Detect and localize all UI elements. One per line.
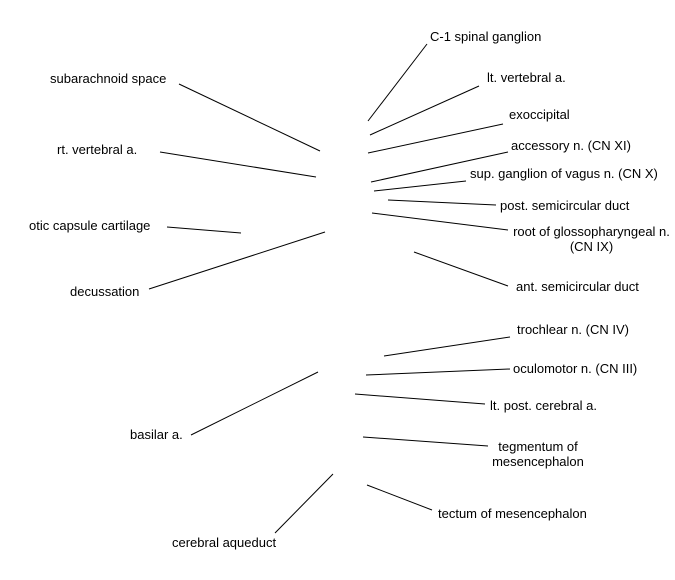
- leader-line-tegmentum: [362, 436, 489, 447]
- leader-line-post-semicircular-duct: [387, 199, 497, 206]
- label-exoccipital: exoccipital: [509, 107, 570, 122]
- leader-line-basilar-a: [190, 371, 319, 436]
- leader-line-accessory-n: [370, 151, 509, 183]
- leader-line-tectum: [366, 484, 433, 511]
- label-cerebral-aqueduct: cerebral aqueduct: [172, 535, 277, 550]
- label-tectum-mesencephalon: tectum of mesencephalon: [438, 506, 587, 521]
- label-root-glossopharyngeal-line2: (CN IX): [569, 239, 614, 254]
- leader-line-trochlear-n: [383, 336, 511, 357]
- leader-line-cerebral-aqueduct: [274, 473, 334, 534]
- label-lt-post-cerebral-a: lt. post. cerebral a.: [490, 398, 597, 413]
- leader-line-ant-semicircular-duct: [413, 251, 509, 287]
- leader-line-otic-capsule-cartilage: [166, 226, 242, 234]
- leader-line-lt-vertebral-a: [369, 85, 480, 136]
- leader-line-decussation: [148, 231, 326, 290]
- label-oculomotor-n: oculomotor n. (CN III): [513, 361, 638, 376]
- label-lt-vertebral-a: lt. vertebral a.: [487, 70, 566, 85]
- label-c1-spinal-ganglion: C-1 spinal ganglion: [430, 29, 542, 44]
- label-tegmentum-line2: mesencephalon: [492, 454, 584, 469]
- label-root-glossopharyngeal-line1: root of glossopharyngeal n.: [513, 224, 670, 239]
- label-rt-vertebral-a: rt. vertebral a.: [57, 142, 138, 157]
- leader-line-root-glossopharyngeal: [371, 212, 509, 231]
- label-ant-semicircular-duct: ant. semicircular duct: [516, 279, 639, 294]
- label-trochlear-n: trochlear n. (CN IV): [517, 322, 629, 337]
- leader-line-rt-vertebral-a: [159, 151, 317, 178]
- label-otic-capsule-cartilage: otic capsule cartilage: [29, 218, 151, 233]
- label-basilar-a: basilar a.: [130, 427, 183, 442]
- leader-line-sup-ganglion-vagus: [373, 180, 467, 192]
- label-sup-ganglion-vagus: sup. ganglion of vagus n. (CN X): [470, 166, 658, 181]
- leader-line-exoccipital: [367, 123, 504, 154]
- label-decussation: decussation: [70, 284, 140, 299]
- leader-line-c1-spinal-ganglion: [367, 43, 428, 122]
- label-tegmentum-mesencephalon: tegmentum of mesencephalon: [488, 439, 588, 469]
- label-accessory-n: accessory n. (CN XI): [511, 138, 631, 153]
- label-root-glossopharyngeal: root of glossopharyngeal n. (CN IX): [509, 224, 674, 254]
- leader-line-oculomotor-n: [365, 368, 511, 376]
- leader-line-subarachnoid-space: [178, 83, 321, 152]
- label-post-semicircular-duct: post. semicircular duct: [500, 198, 630, 213]
- leader-line-lt-post-cerebral-a: [354, 393, 486, 405]
- label-subarachnoid-space: subarachnoid space: [50, 71, 167, 86]
- label-tegmentum-line1: tegmentum of: [498, 439, 578, 454]
